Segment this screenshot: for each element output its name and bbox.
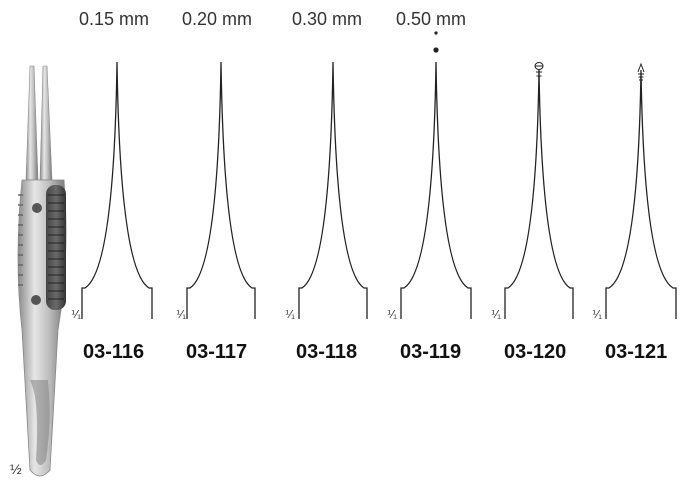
scale-mark-03-120: ⅟₁ bbox=[491, 309, 501, 321]
article-code-03-121: 03-121 bbox=[605, 341, 668, 363]
scale-mark-03-116: ⅟₁ bbox=[71, 309, 81, 321]
tip-size-03-119: 0.50 mm bbox=[396, 9, 467, 29]
scale-mark-03-121: ⅟₁ bbox=[592, 309, 602, 321]
tip-outline-03-121 bbox=[605, 69, 677, 319]
tip-size-03-116: 0.15 mm bbox=[79, 9, 150, 29]
tip-dot-large bbox=[433, 47, 439, 53]
instrument-scale-label: ½ bbox=[10, 461, 22, 477]
article-code-03-120: 03-120 bbox=[504, 341, 567, 363]
forceps-illustration bbox=[17, 65, 67, 477]
scale-mark-03-118: ⅟₁ bbox=[285, 309, 295, 321]
scale-mark-03-117: ⅟₁ bbox=[176, 309, 186, 321]
article-code-03-116: 03-116 bbox=[83, 341, 145, 363]
tip-outline-03-117 bbox=[186, 61, 256, 319]
tip-outline-03-120 bbox=[504, 69, 574, 319]
article-code-03-119: 03-119 bbox=[400, 341, 462, 363]
article-code-03-117: 03-117 bbox=[186, 341, 248, 363]
tip-outline-03-119 bbox=[400, 61, 472, 319]
tip-size-03-118: 0.30 mm bbox=[292, 9, 363, 29]
serrated-tip-detail bbox=[637, 62, 645, 81]
ring-tip-detail bbox=[534, 62, 544, 77]
tip-dot-small bbox=[434, 31, 438, 35]
scale-mark-03-119: ⅟₁ bbox=[387, 309, 397, 321]
tip-outline-03-118 bbox=[298, 61, 368, 319]
tip-size-03-117: 0.20 mm bbox=[182, 9, 253, 29]
tip-outline-03-116 bbox=[81, 61, 153, 319]
article-code-03-118: 03-118 bbox=[296, 341, 358, 363]
tip-outlines bbox=[81, 61, 677, 319]
